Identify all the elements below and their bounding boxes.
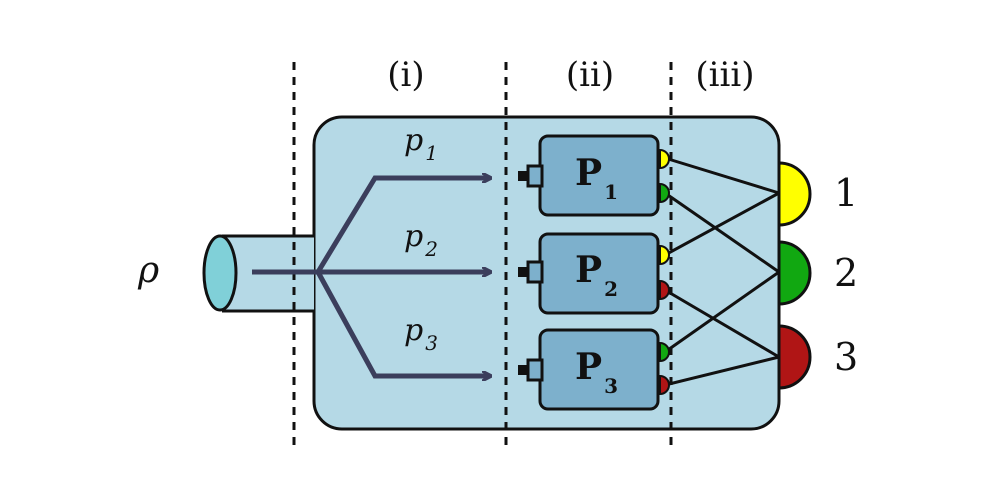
wire-p2-to-3 — [664, 288, 780, 359]
branch-arrow-1 — [315, 178, 490, 274]
state-label-rho: ρ — [137, 250, 159, 291]
stage-label-ii: (ii) — [566, 55, 614, 95]
measurement-box-3-port — [526, 358, 544, 382]
outcome-wires — [664, 156, 780, 387]
indicator-p3-red — [659, 374, 670, 396]
input-tube-opening — [202, 234, 238, 312]
outcome-label-1: 1 — [834, 171, 858, 215]
outcome-label-3: 3 — [834, 335, 858, 379]
wire-p1-to-2 — [664, 191, 780, 274]
measurement-box-2-plug — [518, 267, 529, 277]
wire-p3-to-2 — [664, 270, 780, 354]
stage-label-i: (i) — [387, 55, 424, 95]
indicator-p1-yellow — [659, 148, 670, 170]
indicator-p3-green — [659, 341, 670, 363]
outcome-light-3 — [777, 324, 812, 390]
stage-label-iii: (iii) — [695, 55, 754, 95]
branch-arrow-3 — [315, 270, 490, 376]
outcome-light-1 — [777, 161, 812, 227]
indicator-p1-green — [659, 182, 670, 204]
wire-p2-to-1 — [664, 191, 780, 257]
measurement-box-2-port — [526, 260, 544, 284]
outcome-label-2: 2 — [834, 251, 858, 295]
indicator-p2-red — [659, 279, 670, 301]
measurement-box-3-plug — [518, 365, 529, 375]
measurement-box-1-plug — [518, 171, 529, 181]
wire-p1-to-1 — [664, 156, 780, 195]
indicator-p2-yellow — [659, 244, 670, 266]
measurement-box-1-port — [526, 164, 544, 188]
wire-p3-to-3 — [664, 355, 780, 387]
outcome-light-2 — [777, 240, 812, 306]
